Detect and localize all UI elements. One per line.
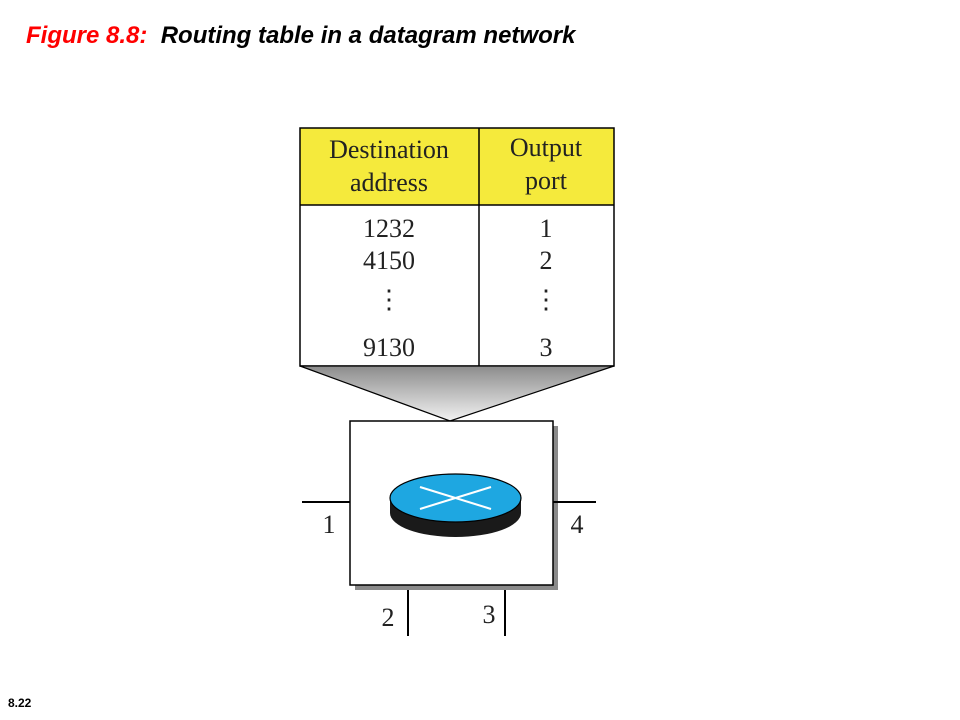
table-to-router-funnel <box>299 365 615 422</box>
header-output-line2: port <box>525 166 568 195</box>
row-port: 1 <box>540 214 553 243</box>
row-address-ellipsis: ⋮ <box>376 285 402 314</box>
table-header-background <box>300 128 614 205</box>
row-address: 1232 <box>363 214 415 243</box>
row-address: 9130 <box>363 333 415 362</box>
port-3-label: 3 <box>483 600 496 629</box>
router-icon <box>389 473 522 537</box>
row-port: 3 <box>540 333 553 362</box>
row-port: 2 <box>540 246 553 275</box>
figure-caption: Routing table in a datagram network <box>160 22 576 49</box>
port-4-label: 4 <box>571 510 584 539</box>
header-destination-line2: address <box>350 168 428 197</box>
routing-table: Destination address Output port 1232 1 4… <box>299 127 615 367</box>
port-1-label: 1 <box>323 510 336 539</box>
row-port-ellipsis: ⋮ <box>533 285 559 314</box>
row-address: 4150 <box>363 246 415 275</box>
router: 1 4 2 3 <box>302 420 596 636</box>
port-2-label: 2 <box>382 603 395 632</box>
header-output-line1: Output <box>510 133 583 162</box>
header-destination-line1: Destination <box>329 135 449 164</box>
page-number: 8.22 <box>8 696 32 710</box>
figure-label: Figure 8.8: <box>26 22 148 49</box>
figure-title: Figure 8.8: Routing table in a datagram … <box>26 18 575 54</box>
